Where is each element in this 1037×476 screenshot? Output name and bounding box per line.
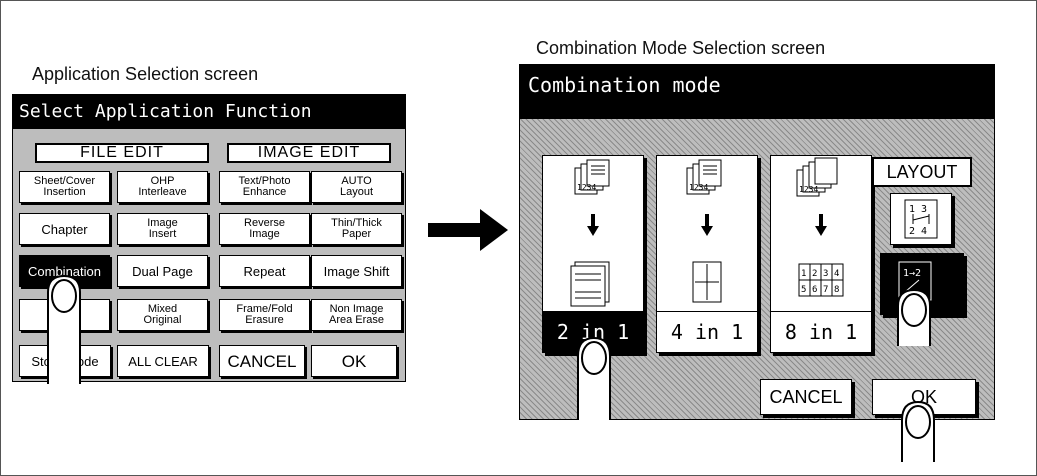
app-button-chapter[interactable]: Chapter [19, 213, 110, 245]
option-4-in-1-button[interactable]: 4 in 1 [656, 311, 758, 353]
store-mode-button[interactable]: Store Mode [19, 345, 111, 377]
layout-vertical-icon: 1 3 2 4 [904, 199, 938, 239]
app-title-bar: Select Application Function [13, 95, 405, 129]
option-8-in-1-button[interactable]: 8 in 1 [770, 311, 872, 353]
svg-text:1→2: 1→2 [903, 268, 921, 279]
app-cancel-button[interactable]: CANCEL [219, 345, 305, 377]
svg-text:2: 2 [812, 269, 817, 279]
two-in-one-icon: 1234 [570, 159, 610, 307]
svg-text:5: 5 [801, 285, 806, 295]
app-button-dual-page[interactable]: Dual Page [117, 255, 208, 287]
image-edit-header: IMAGE EDIT [227, 143, 391, 163]
svg-text:1234: 1234 [799, 185, 818, 194]
svg-text:7: 7 [823, 285, 828, 295]
svg-text:1: 1 [801, 269, 806, 279]
app-button-combination[interactable]: Combination [19, 255, 110, 287]
all-clear-button[interactable]: ALL CLEAR [117, 345, 209, 377]
app-button-sheet-cover-insertion[interactable]: Sheet/Cover Insertion [19, 171, 110, 203]
svg-text:8: 8 [834, 285, 839, 295]
svg-text:2 4: 2 4 [909, 226, 927, 237]
app-button-thin-thick-paper[interactable]: Thin/Thick Paper [311, 213, 402, 245]
combo-title-bar: Combination mode [520, 65, 994, 119]
file-edit-header: FILE EDIT [35, 143, 209, 163]
layout-header: LAYOUT [872, 157, 972, 187]
svg-text:1 3: 1 3 [909, 204, 927, 215]
card-4-in-1[interactable]: 1234 [656, 155, 758, 325]
app-button-book[interactable]: Book [19, 299, 110, 331]
app-button-mixed-original[interactable]: Mixed Original [117, 299, 208, 331]
app-button-ohp-interleave[interactable]: OHP Interleave [117, 171, 208, 203]
app-screen-caption: Application Selection screen [32, 64, 259, 84]
svg-text:4: 4 [834, 269, 839, 279]
svg-text:6: 6 [812, 285, 817, 295]
card-2-in-1[interactable]: 1234 [542, 155, 644, 325]
app-button-text-photo-enhance[interactable]: Text/Photo Enhance [219, 171, 310, 203]
application-selection-screen: Select Application Function FILE EDIT IM… [12, 94, 406, 382]
combo-cancel-button[interactable]: CANCEL [760, 379, 852, 415]
four-in-one-icon: 1234 [686, 159, 722, 303]
app-button-repeat[interactable]: Repeat [219, 255, 310, 287]
layout-horizontal-button[interactable]: 1→2 [880, 253, 964, 315]
app-button-image-insert[interactable]: Image Insert [117, 213, 208, 245]
app-ok-button[interactable]: OK [311, 345, 397, 377]
app-button-auto-layout[interactable]: AUTO Layout [311, 171, 402, 203]
combo-ok-button[interactable]: OK [872, 379, 976, 415]
combo-screen-caption: Combination Mode Selection screen [536, 38, 826, 58]
option-2-in-1-button[interactable]: 2 in 1 [542, 311, 644, 353]
app-button-image-shift[interactable]: Image Shift [311, 255, 402, 287]
app-button-frame-fold-erasure[interactable]: Frame/Fold Erasure [219, 299, 310, 331]
svg-text:1234: 1234 [689, 183, 708, 192]
svg-text:1234: 1234 [577, 183, 596, 192]
combination-mode-screen: Combination mode 1234 1234 1234 [519, 64, 995, 420]
layout-horizontal-icon: 1→2 [898, 261, 932, 301]
layout-vertical-button[interactable]: 1 3 2 4 [890, 193, 952, 245]
app-button-reverse-image[interactable]: Reverse Image [219, 213, 310, 245]
svg-text:3: 3 [823, 269, 828, 279]
app-button-non-image-area-erase[interactable]: Non Image Area Erase [311, 299, 402, 331]
